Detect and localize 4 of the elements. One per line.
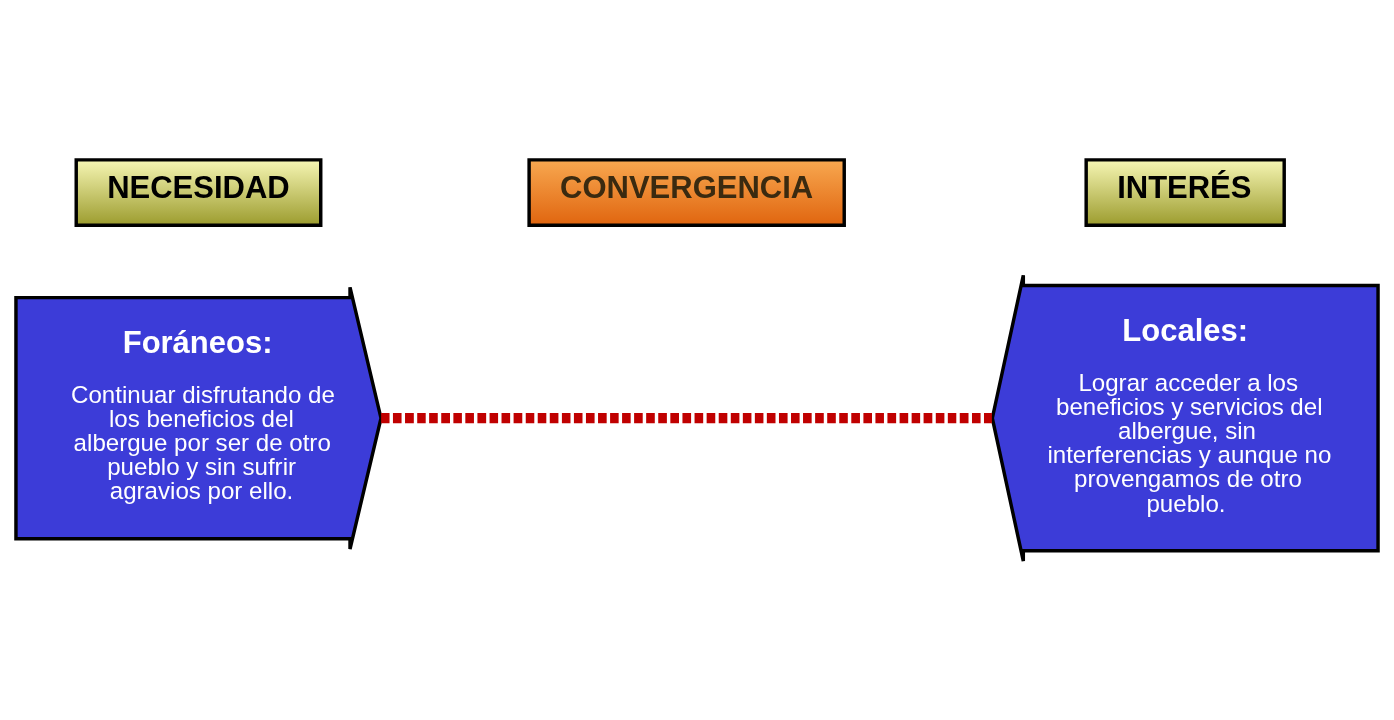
node-box: INTERÉS	[1084, 157, 1286, 227]
node-box: CONVERGENCIA	[527, 157, 846, 227]
connector	[381, 412, 992, 423]
node-box: NECESIDAD	[74, 157, 323, 227]
